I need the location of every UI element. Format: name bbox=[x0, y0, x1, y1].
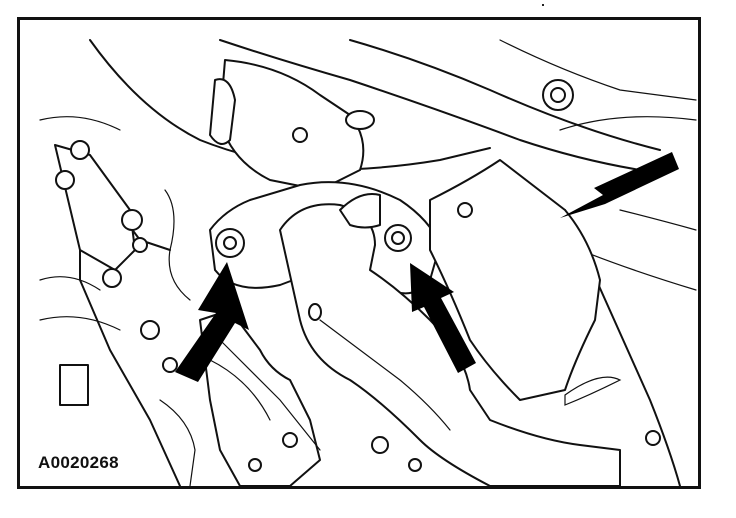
flange-nut-right bbox=[384, 224, 412, 252]
flange-nut-left bbox=[215, 228, 245, 258]
lower-bracket bbox=[159, 309, 422, 486]
heat-shield bbox=[209, 59, 375, 191]
left-bracket bbox=[54, 140, 191, 406]
upper-bolt bbox=[542, 79, 574, 111]
arrow-icon bbox=[560, 152, 679, 218]
right-pipe bbox=[429, 159, 661, 446]
arrow-icon bbox=[410, 263, 476, 373]
figure-reference-code: A0020268 bbox=[38, 453, 119, 472]
arrow-icon bbox=[175, 262, 249, 382]
diagram-frame: A0020268 bbox=[17, 17, 701, 489]
exhaust-flange-illustration bbox=[39, 39, 697, 486]
corner-mark bbox=[542, 4, 544, 6]
